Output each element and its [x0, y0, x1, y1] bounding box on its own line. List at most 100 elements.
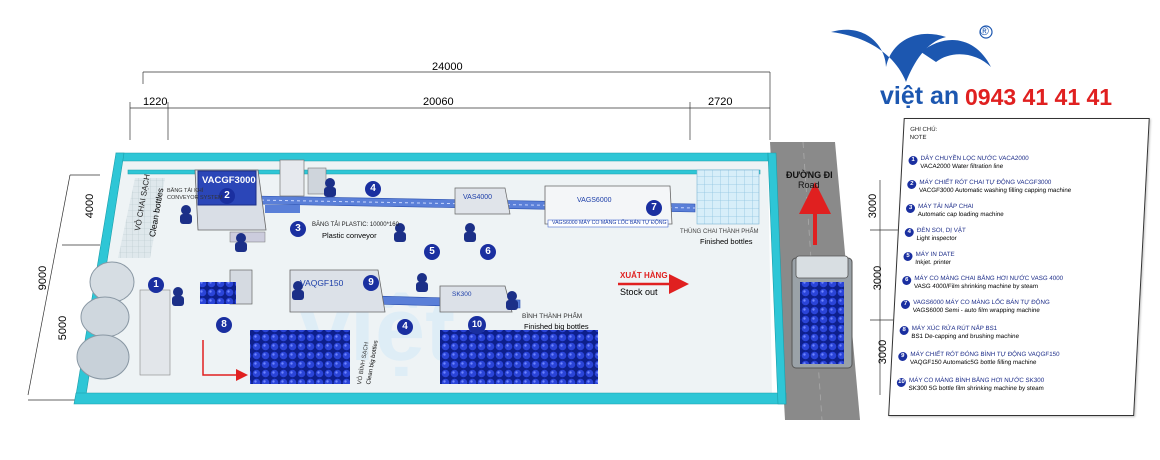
badge-2: 2: [224, 190, 230, 201]
machine-name-vaqgf150: VAQGF150: [300, 278, 344, 288]
legend-item-number: 2: [907, 180, 917, 189]
legend-item-vn: MÁY CHIẾT RÓT CHAI TỰ ĐỘNG VACGF3000: [919, 179, 1052, 186]
legend-item-vn: MÁY CHIẾT RÓT ĐÓNG BÌNH TỰ ĐỘNG VAQGF150: [910, 351, 1060, 358]
dim-right-bottom: 3000: [877, 339, 890, 365]
machine-name-vacgf3000: VACGF3000: [202, 175, 256, 186]
legend-item-en: Light inspector: [916, 235, 957, 242]
workers: [172, 178, 518, 310]
badge-3: 3: [295, 223, 301, 234]
badge-1: 1: [153, 279, 159, 290]
legend-item-number: 8: [899, 326, 909, 335]
legend-item-en: Inkjet. printer: [915, 259, 952, 266]
legend-item-vn: MÁY TẢI NẮP CHAI: [917, 203, 974, 210]
dim-left-total: 9000: [37, 265, 50, 291]
badge-4-lower: 4: [402, 321, 408, 332]
label-stock-out-vn: XUẤT HÀNG: [620, 271, 668, 280]
label-vags-strip: VAGS6000 MÁY CO MÀNG LỐC BÁN TỰ ĐỘNG: [552, 220, 667, 226]
badge-4: 4: [370, 183, 376, 194]
label-plastic-conveyor-vn: BĂNG TẢI PLASTIC: 10000*160: [312, 222, 399, 228]
label-conveyor-small-vn: BĂNG TẢI KHÍ: [167, 188, 204, 194]
legend-item-en: BS1 De-capping and brushing machine: [911, 333, 1020, 340]
grid-area: [118, 178, 165, 258]
water-tanks: [76, 261, 171, 380]
legend-item-en: SK300 5G bottle film shrinking machine b…: [908, 385, 1044, 392]
dim-left-top: 4000: [84, 193, 97, 219]
badge-10: 10: [471, 319, 482, 329]
label-plastic-conveyor-en: Plastic conveyor: [322, 231, 377, 240]
dim-seg-left: 1220: [143, 96, 168, 108]
legend-item-number: 5: [903, 252, 913, 261]
machine-name-sk300: SK300: [452, 291, 472, 298]
brand-registered: ®: [980, 24, 989, 38]
brand-logo-mark: [831, 25, 993, 82]
legend-item-number: 10: [896, 378, 907, 387]
bottles-finished-big: [440, 330, 598, 384]
dim-seg-mid: 20060: [423, 96, 454, 108]
bottles-clean-big: [250, 330, 350, 384]
label-finished-bottles-vn: THÙNG CHAI THÀNH PHẨM: [680, 229, 759, 235]
legend-title-en: NOTE: [909, 135, 927, 141]
label-finished-big-en: Finished big bottles: [524, 322, 589, 331]
legend-item-en: VACA2000 Water filtration line: [920, 163, 1004, 170]
badge-8: 8: [221, 319, 227, 330]
finished-bottle-boxes: [696, 169, 760, 225]
legend-item-number: 3: [905, 204, 916, 213]
badge-9: 9: [368, 277, 374, 288]
legend-item-vn: MÁY XÚC RỬA RÚT NẮP BS1: [911, 325, 998, 332]
legend-item-vn: MÁY IN DATE: [915, 251, 955, 258]
clean-bottles-arrow: [202, 340, 248, 381]
road-label-en: Road: [798, 180, 820, 190]
machine-vags6000: [544, 185, 673, 228]
badge-6: 6: [485, 246, 491, 257]
legend-item-vn: DÂY CHUYỀN LỌC NƯỚC VACA2000: [920, 155, 1029, 162]
legend-item-vn: MÁY CO MÀNG CHAI BẰNG HƠI NƯỚC VASG 4000: [914, 275, 1064, 282]
legend-item-number: 6: [902, 276, 912, 285]
dimension-lines-left: [27, 174, 100, 401]
brand-phone: 0943 41 41 41: [965, 84, 1113, 110]
machine-name-vas4000: VAS4000: [463, 194, 493, 201]
dim-right-mid: 3000: [872, 265, 885, 291]
truck: [791, 255, 853, 369]
legend-item-vn: ĐÈN SOI, DỊ VẬT: [916, 227, 966, 234]
label-stock-out-en: Stock out: [620, 287, 658, 297]
machine-vaqgf150: [289, 269, 386, 313]
dim-seg-right: 2720: [708, 96, 733, 108]
label-finished-bottles-en: Finished bottles: [700, 237, 753, 246]
machine-name-vags6000: VAGS6000: [577, 197, 612, 204]
bottles-decap-area: [200, 282, 236, 304]
legend-item-number: 7: [900, 300, 911, 309]
legend-item-number: 9: [898, 352, 908, 361]
legend-item-en: VASG 4000/Film shrinking machine by stea…: [913, 283, 1039, 290]
legend-item-number: 1: [908, 156, 918, 165]
dim-right-top: 3000: [867, 193, 880, 219]
legend-item-en: VACGF3000 Automatic washing filling capp…: [918, 187, 1072, 194]
legend-item-vn: MÁY CO MÀNG BÌNH BẰNG HƠI NƯỚC SK300: [908, 377, 1045, 384]
legend-item-en: Automatic cap loading machine: [917, 211, 1004, 218]
dim-total-length: 24000: [432, 61, 463, 73]
legend-item-en: VAGS6000 Semi - auto film wrapping machi…: [912, 307, 1040, 314]
dimension-lines-top: [129, 71, 771, 140]
label-finished-big-vn: BÌNH THÀNH PHẨM: [522, 313, 583, 320]
brand-name: việt an: [880, 82, 960, 110]
badge-7: 7: [651, 202, 657, 213]
machine-vas4000: [454, 187, 511, 215]
cap-loader: [279, 159, 327, 197]
dim-left-bottom: 5000: [57, 315, 70, 341]
legend-item-en: VAQGF150 Automatic5G bottle filling mach…: [909, 359, 1037, 366]
number-badges: [148, 181, 662, 335]
legend-title-vn: GHI CHÚ:: [909, 127, 938, 133]
legend-item-vn: VAGS6000 MÁY CO MÀNG LỐC BÁN TỰ ĐỘNG: [912, 299, 1050, 306]
label-conveyor-small-en: CONVEYOR SYSTEM: [167, 195, 223, 201]
